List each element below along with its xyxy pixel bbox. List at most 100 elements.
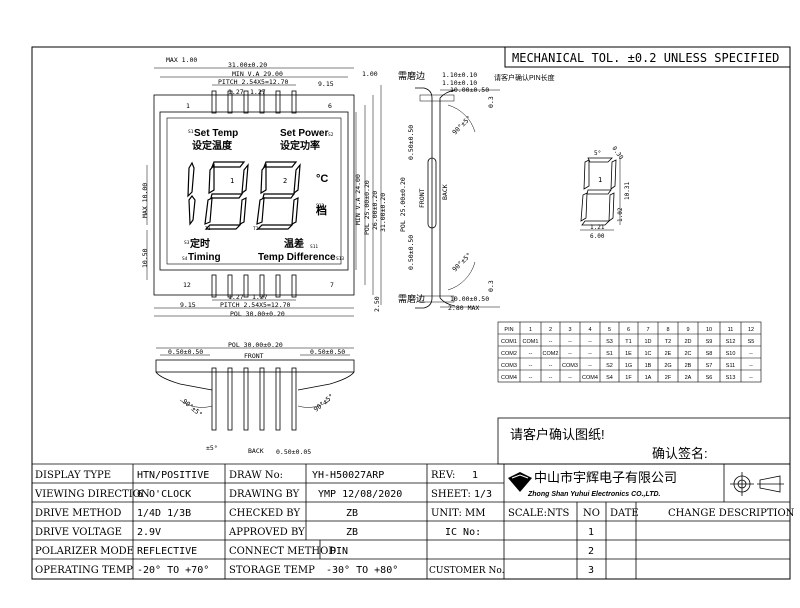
- pin-table-cell: --: [568, 339, 572, 345]
- detail-121: 1.21: [590, 224, 605, 231]
- dim-915-top: 9.15: [318, 80, 334, 88]
- dim-110-a: 1.10±0.10: [442, 71, 477, 79]
- pin-table-cell: 2B: [685, 363, 692, 369]
- val-unit: UNIT: MM: [431, 508, 485, 519]
- detail-digit: [580, 157, 621, 231]
- pin-table-cell: 1E: [625, 351, 632, 357]
- pin-table-cell: 2C: [684, 351, 691, 357]
- pin-table-cell: COM2: [501, 351, 517, 357]
- pin-table-cell: S3: [606, 339, 613, 345]
- pin-table-header-cell: 8: [666, 327, 669, 333]
- pin-table-cell: --: [549, 375, 553, 381]
- pin-table-cell: S10: [726, 351, 736, 357]
- lbl-draw-no: DRAW No:: [229, 470, 283, 481]
- row-num-1: 1: [588, 527, 594, 538]
- pin-table-cell: 2F: [665, 375, 672, 381]
- pin-table-cell: S7: [706, 363, 713, 369]
- dim-1000-b: 10.00±0.50: [450, 295, 489, 303]
- dim-max-top: MAX 1.00: [166, 56, 197, 64]
- bot-bend: [415, 297, 433, 309]
- pin-table-cell: T1: [625, 339, 631, 345]
- val-draw-no: YH-H50027ARP: [312, 470, 384, 481]
- pin-table-cell: 1G: [625, 363, 632, 369]
- lbl-display-type: DISPLAY TYPE: [35, 470, 111, 481]
- lbl-rev: REV:: [431, 470, 455, 481]
- pin-table-cell: COM3: [501, 363, 517, 369]
- val-drive-voltage: 2.9V: [137, 527, 161, 538]
- val-operating: -20° TO +70°: [137, 565, 209, 576]
- dim-915-bot: 9.15: [180, 301, 196, 309]
- set-power-en: Set Power: [280, 128, 328, 139]
- pin-table-cell: --: [529, 375, 533, 381]
- dim-31-vert: 31.00±0.20: [379, 193, 387, 232]
- val-drive-method: 1/4D 1/3B: [137, 508, 191, 519]
- company-logo: [508, 472, 532, 492]
- pin-table-cell: --: [749, 375, 753, 381]
- seg-t2: T2: [253, 226, 259, 232]
- pin-table-cell: COM1: [501, 339, 517, 345]
- pin-table-header-cell: 7: [646, 327, 649, 333]
- val-polarizer: REFLECTIVE: [137, 546, 197, 557]
- top-pins: [211, 90, 297, 114]
- sheet-border: [31, 46, 791, 580]
- dim-280: 2.80 MAX: [448, 304, 479, 312]
- pin-table-header-cell: 3: [568, 327, 571, 333]
- seg-s12: S12: [316, 203, 324, 209]
- dim-127-d: 1.27: [252, 293, 268, 301]
- bv-back: BACK: [248, 447, 264, 455]
- pin-table-cell: --: [588, 363, 592, 369]
- back-label: BACK: [441, 184, 449, 200]
- pin-table-cell: --: [568, 375, 572, 381]
- pin-table-header-cell: 11: [728, 327, 734, 333]
- gear-label: 档: [316, 203, 327, 217]
- degree-label: °C: [316, 173, 328, 185]
- dim-width: 31.00±0.20: [228, 61, 267, 69]
- timing-cn: 定时: [190, 237, 210, 250]
- lbl-change: CHANGE DESCRIPTION: [668, 508, 795, 519]
- diff-cn: 温差: [284, 237, 304, 250]
- pin-table-cell: 1D: [644, 339, 651, 345]
- lcd-content: Set Temp 设定温度 Set Power 设定功率 定时 Timing 温…: [182, 128, 344, 263]
- pin-table-header-cell: 10: [706, 327, 712, 333]
- pin-table: [497, 321, 762, 383]
- lbl-ic: IC No:: [445, 527, 481, 538]
- side-view: [415, 87, 500, 309]
- grind-bot: 需磨边: [398, 294, 425, 304]
- bv-angle-c: ±5°: [206, 444, 218, 452]
- pin-12: 12: [183, 281, 191, 289]
- pin-table-cell: --: [588, 351, 592, 357]
- lbl-sheet: SHEET:: [431, 489, 471, 500]
- bv-050-a: 0.50±0.50: [168, 348, 203, 356]
- dim-pol-bot: POL 30.00±0.20: [230, 310, 285, 318]
- lbl-scale: SCALE:NTS: [508, 508, 569, 519]
- dim-max10: MAX 10.00: [141, 183, 149, 218]
- dim-03-b: 0.3: [487, 280, 495, 292]
- set-power-cn: 设定功率: [280, 139, 320, 152]
- pin-table-cell: 1C: [644, 351, 651, 357]
- pin-table-header-cell: 2: [549, 327, 552, 333]
- pin-table-cell: --: [549, 339, 553, 345]
- seg-s4: S4: [182, 256, 188, 262]
- detail-1031: 10.31: [624, 182, 631, 200]
- detail-num: 1: [598, 176, 602, 184]
- lbl-polarizer: POLARIZER MODE: [35, 546, 134, 557]
- seg-s13: S13: [336, 256, 344, 262]
- dim-050-a: 0.50±0.50: [407, 125, 415, 160]
- note-pin-length: 请客户确认PIN长度: [494, 73, 555, 82]
- pin-table-cell: COM1: [523, 339, 539, 345]
- pin-1: 1: [186, 102, 190, 110]
- seg-s11: S11: [310, 244, 318, 250]
- dim-1000-a: 10.00±0.50: [450, 86, 489, 94]
- pin-table-header-cell: 12: [748, 327, 754, 333]
- bottom-pins: [211, 274, 297, 298]
- pin-table-cell: COM3: [562, 363, 578, 369]
- confirm-sign: 确认签名:: [652, 446, 708, 461]
- top-bend-b: [439, 89, 456, 99]
- dim-03-a: 0.3: [487, 96, 495, 108]
- bottom-pins-side: [211, 367, 297, 431]
- title-block: [32, 463, 790, 579]
- dim-110-b: 1.10±0.10: [442, 79, 477, 87]
- lbl-checked: CHECKED BY: [229, 508, 300, 519]
- digit-2-label: 2: [283, 177, 287, 185]
